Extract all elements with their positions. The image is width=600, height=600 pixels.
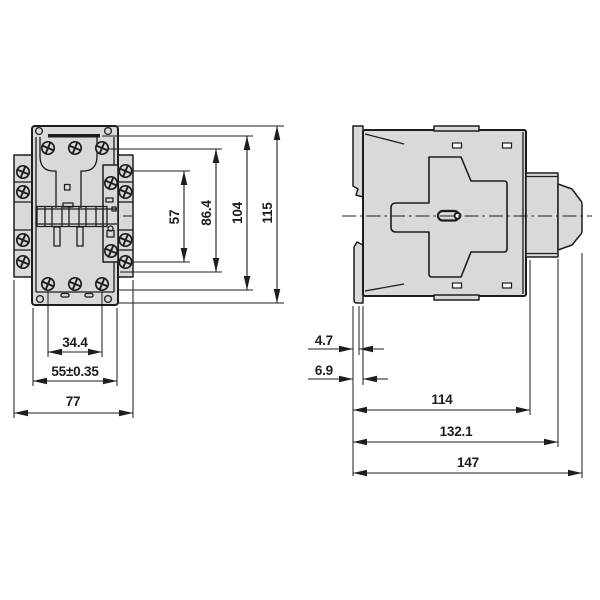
dim-label-115: 115 [260,202,275,224]
side-rail-bracket-top [352,125,364,198]
dim-label-77: 77 [66,394,81,409]
dim-label-104: 104 [230,201,245,224]
front-center-window [63,183,71,191]
front-contact-carrier [36,202,117,247]
dim-115: 115 [260,126,281,303]
side-view-dimensions: 4.7 6.9 114 132.1 147 [308,253,583,478]
side-draft-line-top [364,133,405,145]
front-moulding-left [39,137,57,208]
side-terminal-block [525,172,559,258]
dim-label-86-4: 86.4 [199,200,214,226]
front-bottom-marks [60,292,94,298]
side-face-contour [390,156,508,278]
front-top-label-bar [48,134,100,138]
dim-77: 77 [14,394,133,417]
front-view-dimensions: 57 86.4 104 115 34.4 [13,125,284,418]
dim-label-57: 57 [167,210,182,225]
side-bottom-rib [433,294,480,301]
dim-86-4: 86.4 [199,149,220,272]
side-coil-cap [557,183,583,251]
dim-label-6-9: 6.9 [315,363,333,378]
dim-104: 104 [230,136,251,290]
dim-label-114: 114 [431,392,453,407]
dim-132-1: 132.1 [353,424,558,446]
side-vent-slots [451,142,513,289]
dim-label-55: 55±0.35 [51,364,99,379]
front-right-flange-dividers [118,181,133,251]
dim-55: 55±0.35 [33,364,117,385]
side-draft-line-bottom [364,283,405,292]
side-view [342,125,592,304]
front-extension-lines [13,125,284,418]
dim-147: 147 [353,455,582,477]
dim-label-34-4: 34.4 [62,335,88,350]
side-extension-lines [352,253,583,478]
front-corner-holes [34,126,113,304]
front-left-flange-dividers [14,181,32,251]
side-rail-bracket-bottom [353,241,364,304]
dim-34-4: 34.4 [48,335,102,356]
dim-label-4-7: 4.7 [315,333,333,348]
front-moulding-right [80,137,98,208]
dim-label-147: 147 [457,455,479,470]
front-view [13,125,135,306]
dim-4-7: 4.7 [308,333,384,353]
dim-114: 114 [353,392,530,414]
dim-6-9: 6.9 [308,363,388,383]
dim-57: 57 [167,171,188,262]
side-top-rib [433,125,480,132]
dim-label-132-1: 132.1 [440,424,473,439]
